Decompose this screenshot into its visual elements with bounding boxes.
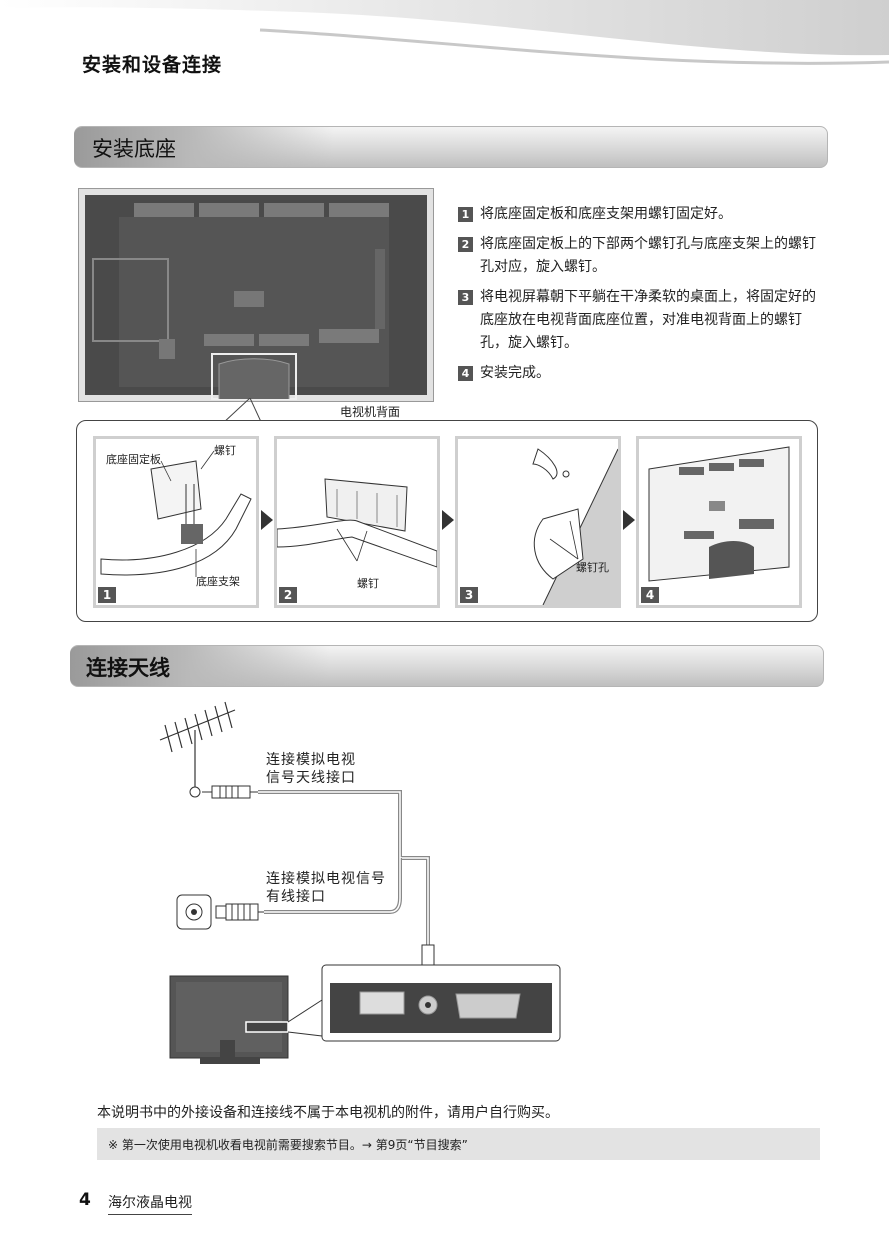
step-number: 4 [458, 366, 473, 381]
panel-4-drawing [648, 446, 790, 582]
tip-bar [97, 1128, 820, 1160]
step-text: 将底座固定板上的下部两个螺钉孔与底座支架上的螺钉孔对应，旋入螺钉。 [480, 236, 816, 275]
label-stand-bracket: 底座支架 [196, 575, 240, 588]
tv-back-illustration [78, 188, 434, 402]
panel-number: 1 [98, 587, 116, 603]
step-number: 1 [458, 207, 473, 222]
label-analog-antenna: 连接模拟电视 信号天线接口 [266, 752, 356, 786]
steps-list: 1 将底座固定板和底座支架用螺钉固定好。 2 将底座固定板上的下部两个螺钉孔与底座支… [458, 203, 818, 392]
step-item: 4 安装完成。 [458, 362, 818, 385]
chapter-title: 安装和设备连接 [82, 54, 223, 76]
step-panel-3: 螺钉孔 3 [455, 436, 621, 608]
arrow-icon [442, 510, 454, 530]
label-screw-hole: 螺钉孔 [576, 561, 609, 574]
section-title-antenna: 连接天线 [86, 656, 170, 680]
label-cable-input: 连接模拟电视信号 有线接口 [266, 871, 386, 905]
header-swoosh [0, 0, 889, 65]
tv-back-caption: 电视机背面 [340, 405, 401, 419]
callout-lines [221, 398, 263, 425]
step-item: 1 将底座固定板和底座支架用螺钉固定好。 [458, 203, 818, 226]
panel-number: 4 [641, 587, 659, 603]
label-screw: 螺钉 [357, 577, 379, 590]
step-number: 2 [458, 237, 473, 252]
step-text: 安装完成。 [480, 365, 550, 381]
step-text: 将电视屏幕朝下平躺在干净柔软的桌面上，将固定好的底座放在电视背面底座位置，对准电… [480, 289, 816, 351]
panel-3-drawing [532, 448, 619, 606]
tv-back-drawing [79, 189, 433, 401]
section-tab-antenna [70, 646, 330, 686]
antenna-icon [159, 701, 236, 788]
section-title-stand: 安装底座 [92, 137, 176, 161]
panel-number: 3 [460, 587, 478, 603]
page-number: 4 [79, 1190, 91, 1210]
step-item: 3 将电视屏幕朝下平躺在干净柔软的桌面上，将固定好的底座放在电视背面底座位置，对准… [458, 286, 818, 355]
arrow-icon [623, 510, 635, 530]
panel-number: 2 [279, 587, 297, 603]
arrow-icon [261, 510, 273, 530]
footer-brand: 海尔液晶电视 [108, 1192, 192, 1215]
step-text: 将底座固定板和底座支架用螺钉固定好。 [480, 206, 732, 222]
step-panel-1: 底座固定板 螺钉 底座支架 1 [93, 436, 259, 608]
accessory-note: 本说明书中的外接设备和连接线不属于本电视机的附件，请用户自行购买。 [97, 1105, 559, 1121]
step-panel-4: 4 [636, 436, 802, 608]
label-screw: 螺钉 [214, 444, 236, 457]
step-panel-2: 螺钉 2 [274, 436, 440, 608]
tip-text: ※ 第一次使用电视机收看电视前需要搜索节目。→ 第9页“节目搜索” [108, 1138, 468, 1152]
section-tab-stand [74, 127, 334, 167]
step-item: 2 将底座固定板上的下部两个螺钉孔与底座支架上的螺钉孔对应，旋入螺钉。 [458, 233, 818, 279]
label-stand-plate: 底座固定板 [106, 453, 161, 466]
step-number: 3 [458, 290, 473, 305]
panel-1-drawing [100, 450, 252, 577]
antenna-diagram [159, 701, 561, 1064]
